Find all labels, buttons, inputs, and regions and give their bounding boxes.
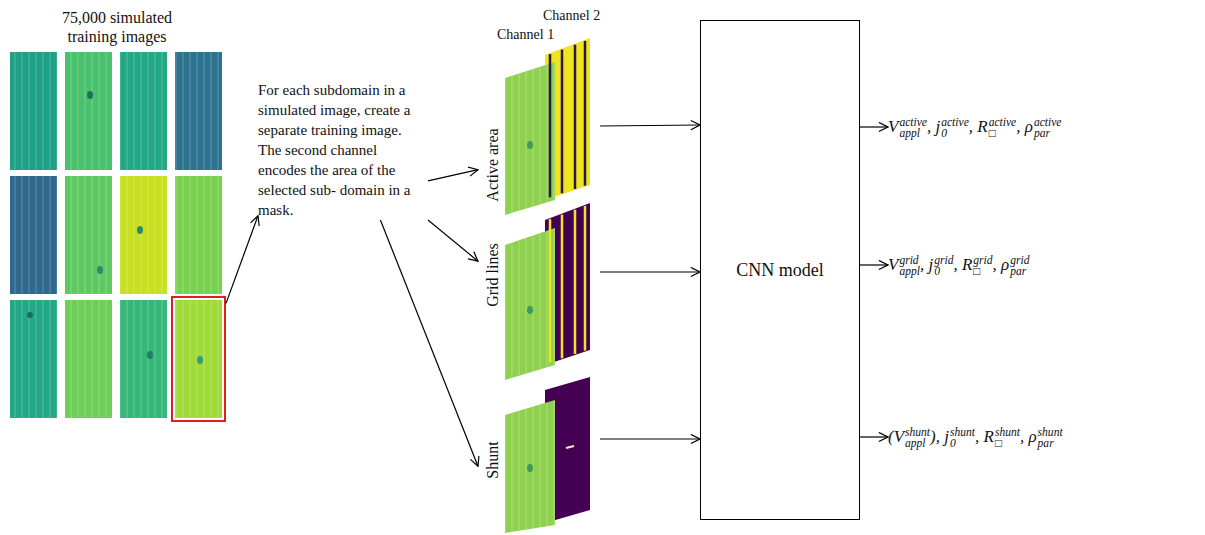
training-thumbnails — [10, 52, 225, 421]
flow-arrow — [226, 216, 258, 304]
mask-stripe — [574, 45, 577, 189]
output-params: V_appl^grid, j_0^grid, R_□^grid, ρ_par^g… — [888, 251, 1029, 279]
row-label: Grid lines — [484, 243, 502, 307]
mask-stripe — [549, 54, 552, 197]
flow-arrow — [600, 438, 700, 439]
mask-stripe — [574, 210, 577, 354]
channel-images — [505, 38, 590, 533]
flow-arrow — [600, 271, 700, 272]
channel-1-image — [505, 62, 555, 215]
note-text: For each subdomain in a simulated image,… — [258, 80, 428, 220]
flow-arrow — [860, 126, 888, 127]
model-box: CNN model — [700, 20, 860, 520]
mask-stripe — [549, 219, 552, 362]
channel-label: Channel 2 — [543, 8, 600, 24]
channel-label: Channel 1 — [497, 27, 554, 43]
mask-stripe — [561, 50, 564, 194]
flow-arrow — [860, 264, 888, 265]
parameter-list: V_appl^grid, j_0^grid, R_□^grid, ρ_par^g… — [888, 255, 1029, 274]
input-pair: Shunt — [478, 375, 600, 535]
input-pair: Active area — [478, 35, 600, 217]
selection-box — [172, 297, 225, 421]
output-params: V_appl^active, j_0^active, R_□^active, ρ… — [888, 113, 1062, 141]
parameter-list: V_appl^active, j_0^active, R_□^active, ρ… — [888, 117, 1062, 136]
output-params: (V_appl^shunt), j_0^shunt, R_□^shunt, ρ_… — [888, 423, 1063, 451]
channel-1-image — [505, 228, 555, 380]
parameter-list: (V_appl^shunt), j_0^shunt, R_□^shunt, ρ_… — [888, 427, 1063, 446]
note-text: For each subdomain in a simulated image,… — [258, 80, 428, 220]
mask-stripe — [584, 206, 587, 351]
heading: 75,000 simulated training images — [8, 8, 226, 46]
flow-arrow — [428, 220, 478, 261]
flow-arrow — [860, 436, 888, 437]
image-set: 75,000 simulated training images — [8, 8, 226, 424]
channel-1-image — [505, 400, 555, 533]
model-label: CNN model — [736, 260, 824, 281]
mask-stripe — [561, 215, 564, 359]
mask-stripe — [584, 41, 587, 186]
flow-arrow — [380, 220, 478, 466]
input-pair: Grid lines — [478, 200, 600, 380]
row-label: Active area — [484, 128, 502, 201]
flow-arrow — [428, 170, 478, 181]
flow-arrow — [600, 125, 700, 126]
row-label: Shunt — [484, 441, 502, 478]
